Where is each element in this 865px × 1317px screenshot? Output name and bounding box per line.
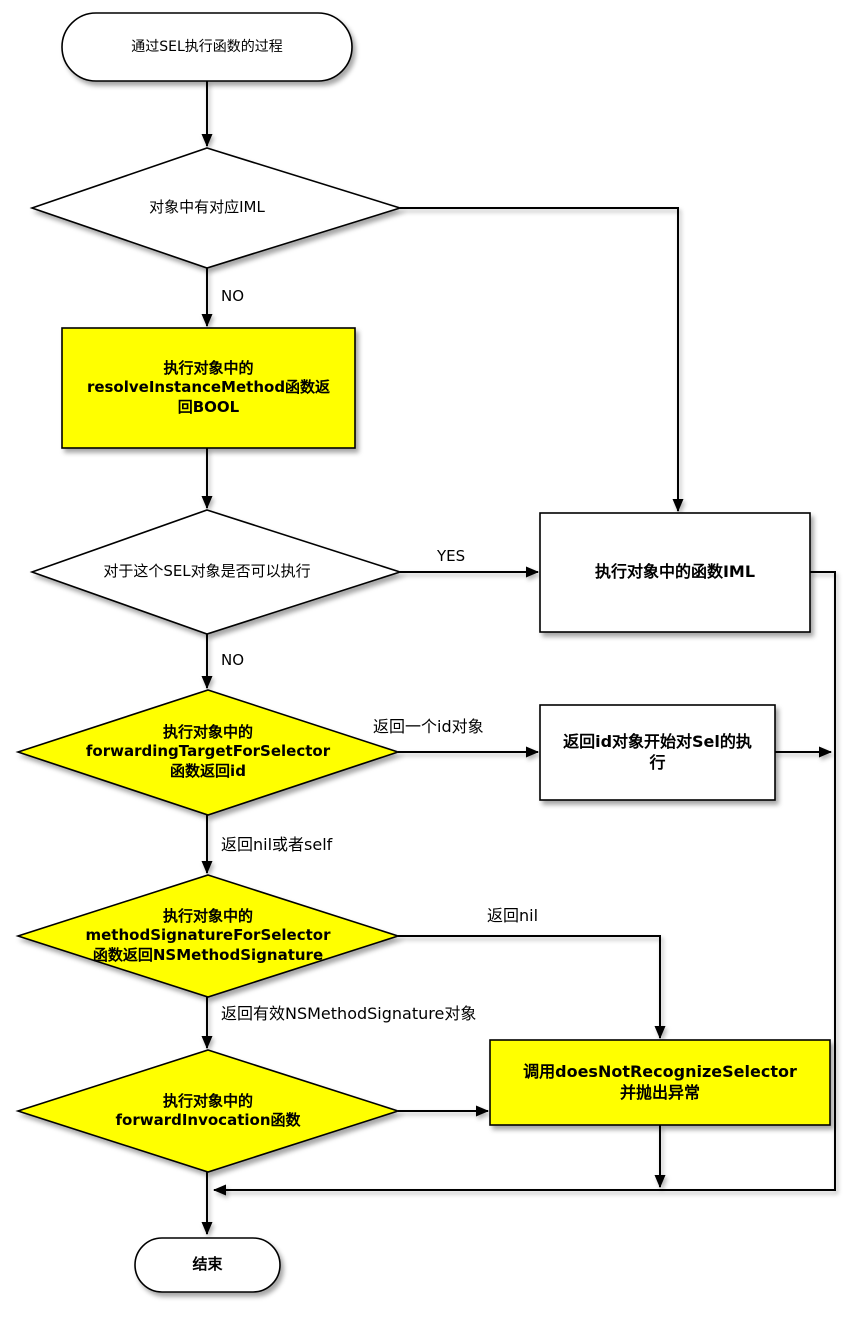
edge-method-signature-nil-to-does-not-recognize <box>398 935 666 1039</box>
edge-label-yes-can-exec: YES <box>437 547 466 565</box>
decision-can-exec-shape <box>29 509 403 635</box>
connectors <box>201 81 836 1235</box>
process-does-not-recognize-shape <box>489 1039 831 1126</box>
edge-exec-iml-to-join <box>213 571 836 1196</box>
process-resolve-instance-method-shape <box>61 327 356 449</box>
edge-label-returns-valid-signature: 返回有效NSMethodSignature对象 <box>221 1004 477 1023</box>
node-shapes <box>15 12 831 1293</box>
process-return-id-shape <box>539 704 776 801</box>
edge-label-returns-nil-or-self: 返回nil或者self <box>221 835 333 854</box>
edge-has-iml-yes-to-exec-iml <box>400 207 684 512</box>
process-exec-iml-shape <box>539 512 811 633</box>
start-node-shape <box>61 12 353 82</box>
edge-label-no-can-exec: NO <box>221 651 245 669</box>
decision-method-signature-shape <box>15 874 401 998</box>
edge-label-returns-nil: 返回nil <box>487 906 539 925</box>
decision-forwarding-target-shape <box>15 689 401 816</box>
decision-forward-invocation-shape <box>15 1049 401 1173</box>
end-node-shape <box>134 1237 281 1293</box>
edge-label-returns-id-object: 返回一个id对象 <box>373 717 484 736</box>
edge-label-no-has-iml: NO <box>221 287 245 305</box>
decision-has-iml-shape <box>29 147 403 269</box>
